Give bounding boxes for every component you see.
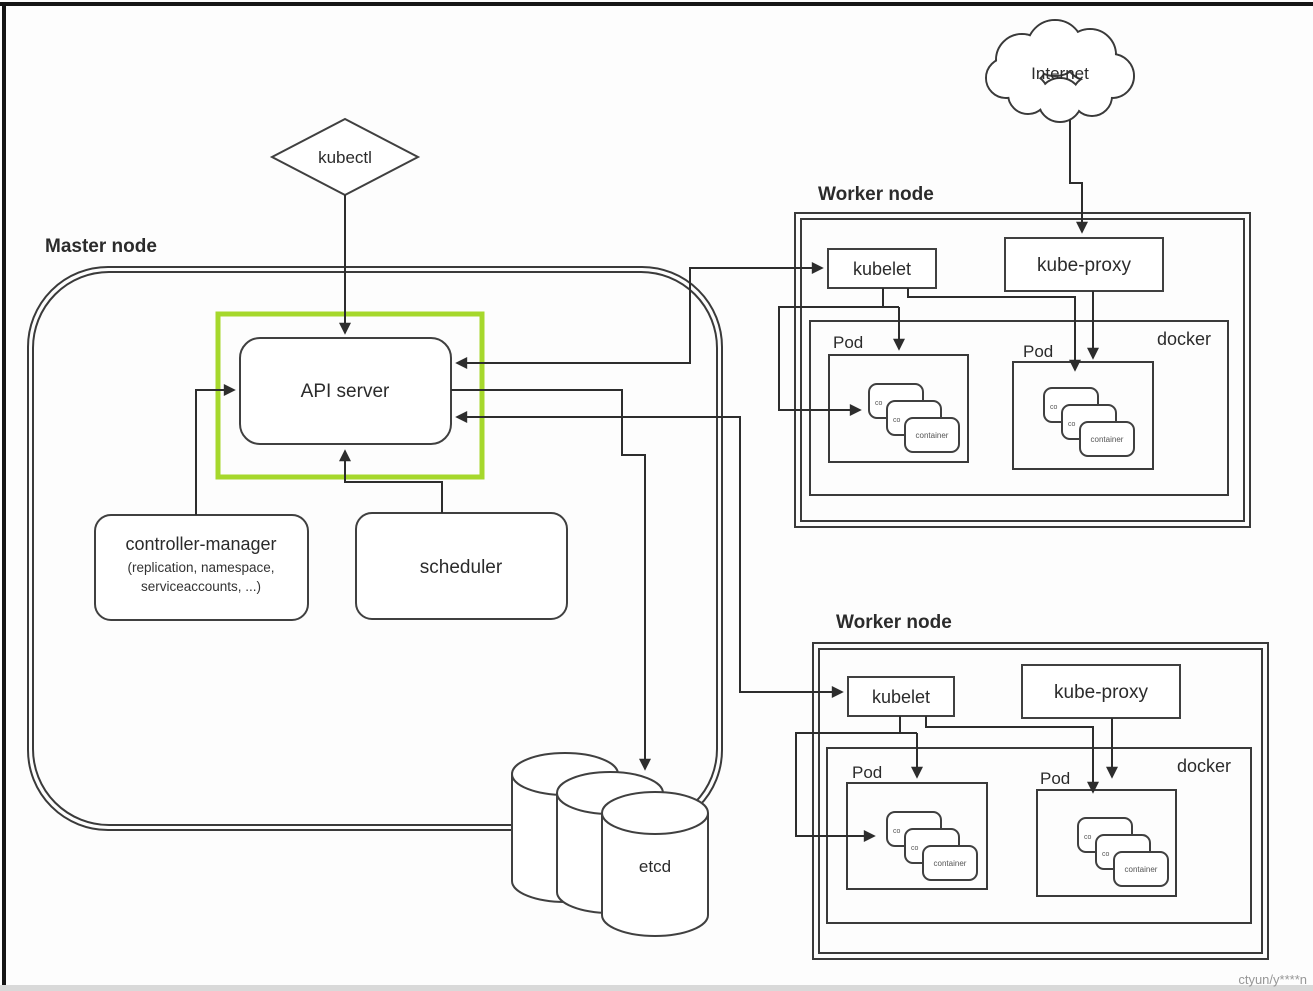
edge-internet-to-kube-proxy xyxy=(1069,120,1088,234)
worker2-pod1-label: Pod xyxy=(852,763,882,782)
worker2-pod1-containers: co co container xyxy=(886,811,978,881)
api-server-highlight xyxy=(215,311,485,480)
kubectl-node: kubectl xyxy=(269,117,421,197)
edge-w2-kubelet-to-pod2 xyxy=(925,716,1099,794)
worker1-kube-proxy-label: kube-proxy xyxy=(1037,255,1131,276)
controller-manager-label: controller-manager xyxy=(125,534,276,554)
frame-top-bar xyxy=(0,2,1313,6)
edge-w1-kubelet-to-pod1-containers xyxy=(778,306,899,416)
worker2-inner-border xyxy=(818,648,1263,954)
container-label: container xyxy=(934,859,967,868)
worker1-kube-proxy-box xyxy=(1004,237,1164,292)
worker2-kube-proxy-label: kube-proxy xyxy=(1054,682,1148,703)
container-label-partial: co xyxy=(1084,834,1092,841)
container-label-partial: co xyxy=(1050,404,1058,411)
etcd-cylinder-front xyxy=(601,791,709,937)
scheduler-label: scheduler xyxy=(420,557,503,578)
frame-left-bar xyxy=(2,2,6,986)
etcd-node: etcd xyxy=(511,752,709,937)
edge-apiserver-kubelet-worker1 xyxy=(455,262,824,369)
internet-cloud: Internet xyxy=(985,19,1135,123)
worker1-docker-box xyxy=(809,320,1229,496)
container-label-partial: co xyxy=(911,845,919,852)
container-label-partial: co xyxy=(1102,851,1110,858)
controller-manager-node: controller-manager (replication, namespa… xyxy=(94,514,309,621)
container-label: container xyxy=(916,431,949,440)
container-card xyxy=(1113,851,1169,887)
container-card xyxy=(1079,421,1135,457)
container-label-partial: co xyxy=(875,400,883,407)
container-card xyxy=(922,845,978,881)
container-label: container xyxy=(1091,435,1124,444)
etcd-label: etcd xyxy=(639,857,671,876)
scheduler-node: scheduler xyxy=(355,512,568,620)
worker1-pod2-box xyxy=(1012,361,1154,470)
master-node-title: Master node xyxy=(45,236,157,257)
api-server-label: API server xyxy=(301,381,390,402)
worker1-kubelet-box xyxy=(827,248,937,289)
edge-w1-kubelet-to-pod2 xyxy=(907,288,1081,372)
edge-w2-kubelet-to-pod1-containers xyxy=(795,732,917,842)
container-label: container xyxy=(1125,865,1158,874)
controller-manager-sub2: serviceaccounts, ...) xyxy=(141,579,261,594)
worker2-kubelet-label: kubelet xyxy=(872,687,930,707)
edge-controller-manager-to-apiserver xyxy=(195,384,236,515)
worker1-title: Worker node xyxy=(818,184,934,205)
edge-scheduler-to-apiserver xyxy=(339,449,443,513)
frame-bottom-bar xyxy=(0,985,1313,991)
worker1-pod1-box xyxy=(828,354,969,463)
worker2-kube-proxy-box xyxy=(1021,664,1181,719)
container-card xyxy=(904,417,960,453)
container-label-partial: co xyxy=(893,828,901,835)
master-node: Master node xyxy=(27,236,723,831)
worker2-pod2-containers: co co container xyxy=(1077,817,1169,887)
connections xyxy=(195,120,1118,842)
internet-label: Internet xyxy=(1031,64,1089,83)
edge-apiserver-kubelet-worker2 xyxy=(455,411,844,698)
worker2-pod2-label: Pod xyxy=(1040,769,1070,788)
worker1-docker-label: docker xyxy=(1157,329,1211,349)
watermark-text: ctyun/y****n xyxy=(1238,972,1307,987)
controller-manager-box xyxy=(94,514,309,621)
kubectl-label: kubectl xyxy=(318,148,372,167)
worker2-pod2-box xyxy=(1036,789,1177,897)
worker1-kubelet-label: kubelet xyxy=(853,259,911,279)
worker1-pod2-label: Pod xyxy=(1023,342,1053,361)
worker2-docker-label: docker xyxy=(1177,756,1231,776)
api-server-node: API server xyxy=(239,337,452,445)
worker-node-2: Worker node kubelet kube-proxy docker Po… xyxy=(812,612,1269,960)
worker1-outer-border xyxy=(794,212,1251,528)
worker1-pod1-label: Pod xyxy=(833,333,863,352)
worker2-kubelet-box xyxy=(847,676,955,717)
worker1-pod2-containers: co co container xyxy=(1043,387,1135,457)
worker2-outer-border xyxy=(812,642,1269,960)
container-label-partial: co xyxy=(893,417,901,424)
worker2-title: Worker node xyxy=(836,612,952,633)
container-label-partial: co xyxy=(1068,421,1076,428)
controller-manager-sub1: (replication, namespace, xyxy=(127,560,274,575)
worker1-inner-border xyxy=(800,218,1245,522)
worker1-pod1-containers: co co container xyxy=(868,383,960,453)
kubectl-diamond xyxy=(269,117,421,197)
worker-node-1: Worker node kubelet kube-proxy docker Po… xyxy=(794,184,1251,528)
